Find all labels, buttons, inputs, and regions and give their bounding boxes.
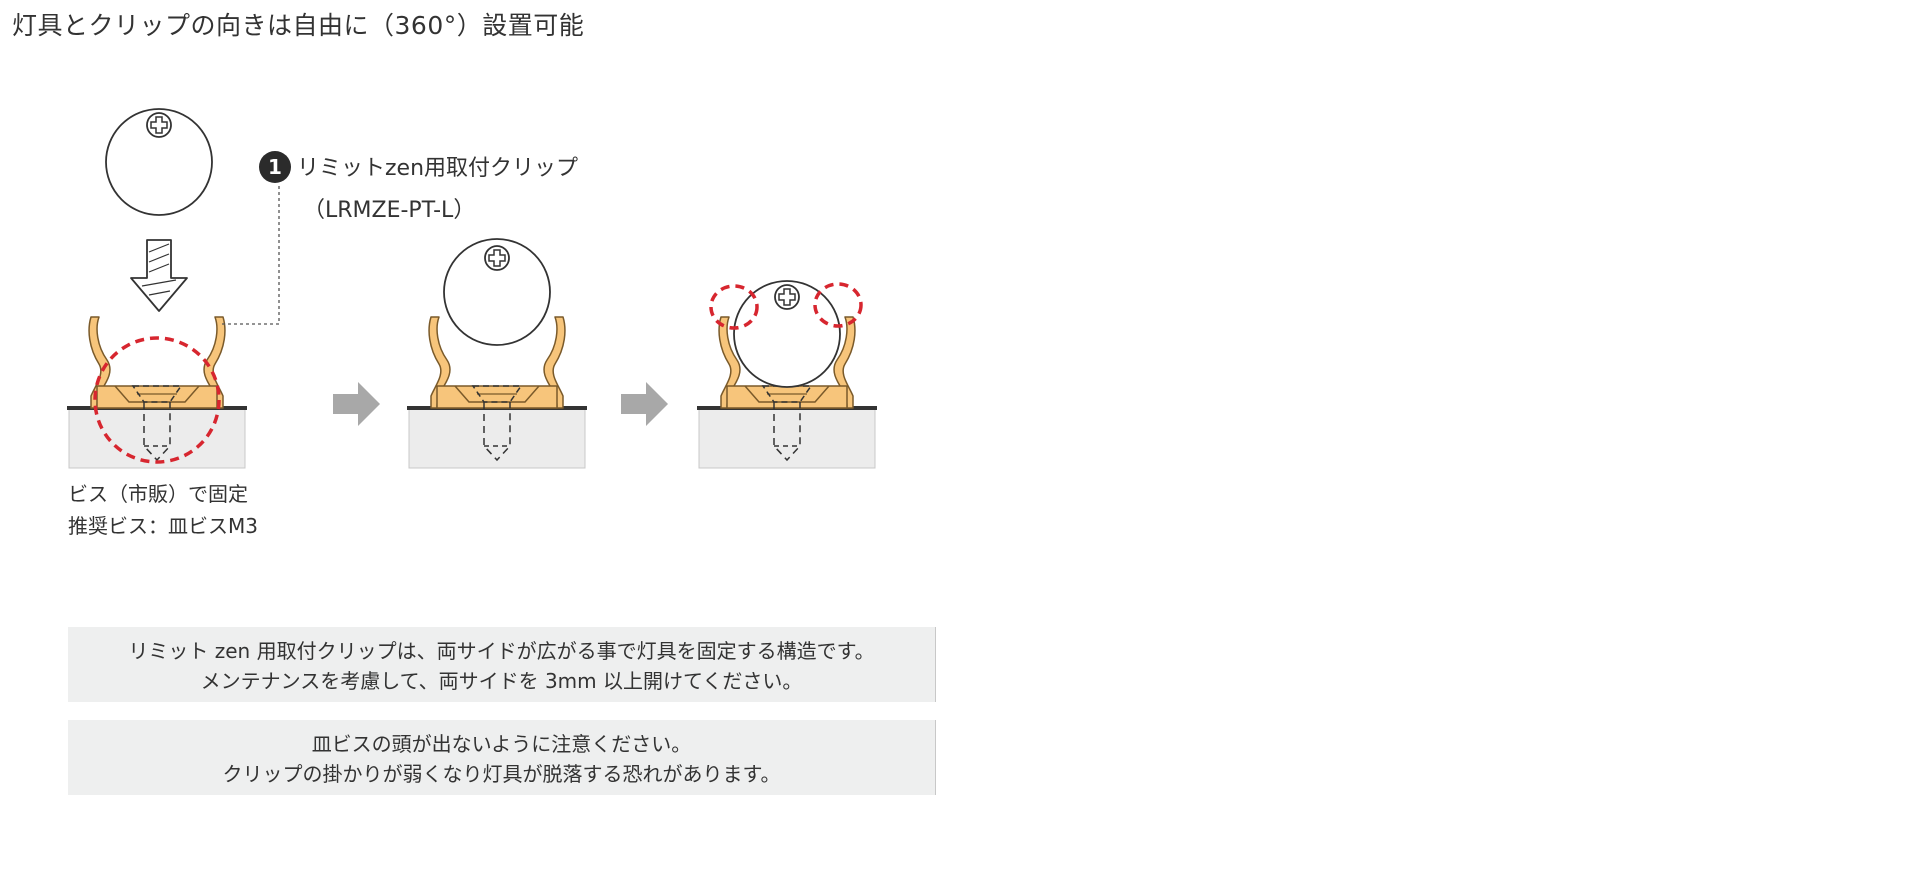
screw-note-line1: ビス（市販）で固定	[68, 482, 248, 506]
phillips-screw-icon	[484, 245, 510, 271]
callout-label: リミットzen用取付クリップ	[297, 156, 579, 181]
note-line: メンテナンスを考慮して、両サイドを 3mm 以上開けてください。	[200, 669, 803, 693]
screw-note-line2: 推奨ビス：皿ビスM3	[68, 514, 258, 538]
right-arrow-icon	[333, 382, 380, 426]
note-box-structure: リミット zen 用取付クリップは、両サイドが広がる事で灯具を固定する構造です。…	[68, 627, 936, 702]
callout-product-code: （LRMZE-PT-L）	[303, 198, 476, 223]
clip-gap-highlight-left	[709, 284, 759, 330]
note-line: クリップの掛かりが弱くなり灯具が脱落する恐れがあります。	[222, 762, 781, 786]
note-line: 皿ビスの頭が出ないように注意ください。	[311, 732, 692, 756]
phillips-screw-icon	[774, 284, 800, 310]
right-arrow-icon	[621, 382, 668, 426]
callout-leader-line	[222, 186, 280, 325]
phillips-screw-icon	[146, 112, 172, 138]
step1-fixture	[105, 108, 213, 216]
note-line: リミット zen 用取付クリップは、両サイドが広がる事で灯具を固定する構造です。	[128, 639, 875, 663]
callout-number-badge: 1	[259, 151, 291, 183]
screw-highlight-circle	[93, 336, 221, 464]
step2-fixture	[443, 238, 551, 346]
step3-fixture	[733, 280, 841, 388]
page-title: 灯具とクリップの向きは自由に（360°）設置可能	[12, 11, 585, 40]
note-box-caution: 皿ビスの頭が出ないように注意ください。 クリップの掛かりが弱くなり灯具が脱落する…	[68, 720, 936, 795]
down-arrow-icon	[130, 239, 188, 312]
clip-gap-highlight-right	[813, 282, 863, 328]
